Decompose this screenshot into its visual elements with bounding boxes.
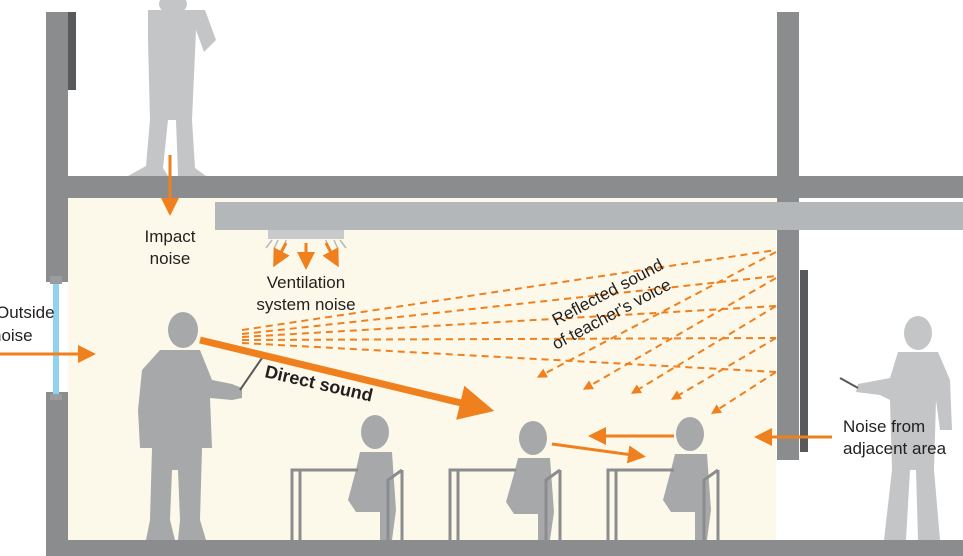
board-icon <box>800 270 808 452</box>
floor-slab-lower <box>46 540 963 556</box>
floor-slab-upper <box>46 176 963 198</box>
reflected-sound-lines <box>241 249 777 414</box>
impact-noise-label-2: noise <box>150 249 191 268</box>
student-icon <box>506 421 554 540</box>
ventilation-noise-label: Ventilation <box>267 273 345 292</box>
ventilation-noise-label-2: system noise <box>256 295 355 314</box>
person-standing-icon <box>128 0 216 176</box>
student-icon <box>348 415 396 540</box>
left-wall-lower <box>46 392 68 556</box>
outside-noise-label: Outside <box>0 303 55 322</box>
partition-wall <box>777 12 799 460</box>
adjacent-noise-label-2: adjacent area <box>843 439 947 458</box>
ventilation-duct <box>215 202 963 230</box>
person-adjacent-icon <box>839 316 952 540</box>
teacher-icon <box>138 312 263 540</box>
upper-door-trim <box>68 12 76 90</box>
outside-noise-label-2: noise <box>0 326 33 345</box>
window-icon <box>50 276 62 400</box>
direct-sound-arrow <box>199 336 495 420</box>
adjacent-noise-label: Noise from <box>843 417 925 436</box>
student-icon <box>663 417 711 540</box>
desk-icon <box>290 468 720 540</box>
student-noise-arrows <box>551 427 674 464</box>
left-wall-upper <box>46 12 68 282</box>
impact-noise-label: Impact <box>144 227 195 246</box>
building-structure <box>46 12 963 556</box>
ventilation-noise-arrows <box>273 242 339 270</box>
